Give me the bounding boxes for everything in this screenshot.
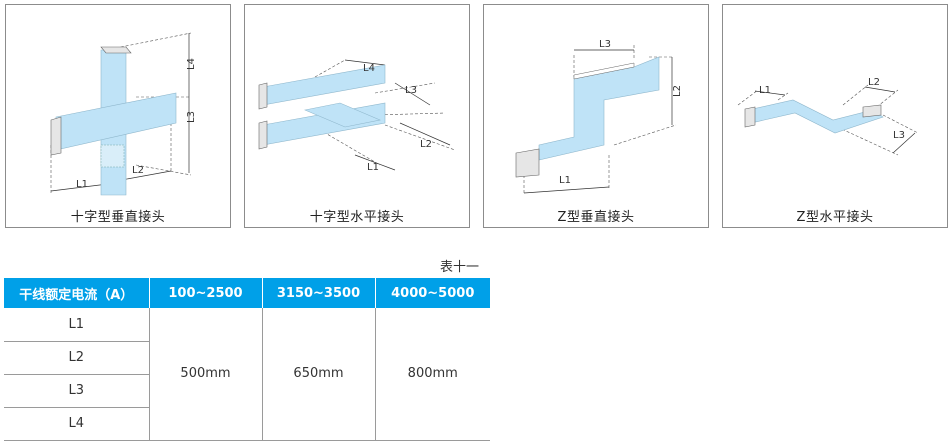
cross-vertical-label-l4: L4: [186, 58, 197, 70]
panel-caption: 十字型水平接头: [309, 210, 405, 225]
cross-vertical-joint-diagram: L4 L3 L2 L1: [50, 32, 197, 196]
header-range-3: 4000~5000: [375, 278, 490, 308]
header-range-2: 3150~3500: [262, 278, 376, 308]
z-vertical-label-l2: L2: [672, 85, 683, 97]
cross-horizontal-label-l2: L2: [420, 139, 432, 150]
cross-horizontal-label-l1: L1: [367, 162, 379, 173]
panel-caption: Z型垂直接头: [557, 210, 635, 225]
cross-vertical-label-l1: L1: [76, 179, 88, 190]
cross-horizontal-joint-diagram: L4 L3 L2 L1: [258, 59, 456, 173]
panel-caption: 十字型垂直接头: [70, 210, 166, 225]
value-cell: 650mm: [261, 308, 375, 441]
table-row: L1 500mm 650mm 800mm: [4, 308, 490, 441]
table-row: L2: [4, 341, 490, 375]
table-header-row: 干线额定电流（A） 100~2500 3150~3500 4000~5000: [4, 278, 490, 308]
panel-caption: Z型水平接头: [796, 210, 874, 225]
spec-table: 干线额定电流（A） 100~2500 3150~3500 4000~5000 L…: [4, 278, 490, 441]
cross-horizontal-label-l4: L4: [363, 63, 375, 74]
row-label: L4: [4, 407, 149, 441]
z-horizontal-joint-diagram: L1 L2 L3: [737, 77, 919, 156]
row-label: L3: [4, 374, 149, 408]
z-vertical-label-l3: L3: [599, 39, 611, 50]
panel-z-horizontal: L1 L2 L3 Z型水平接头: [722, 4, 948, 228]
z-vertical-joint-diagram: L3 L2 L1: [515, 39, 683, 195]
cross-vertical-label-l2: L2: [132, 165, 144, 176]
table-title: 表十一: [440, 260, 480, 275]
row-label: L1: [4, 308, 149, 342]
z-vertical-label-l1: L1: [559, 175, 571, 186]
cross-horizontal-label-l3: L3: [405, 85, 417, 96]
row-label: L2: [4, 341, 149, 375]
cross-vertical-label-l3: L3: [186, 111, 197, 123]
header-current: 干线额定电流（A）: [4, 278, 150, 308]
panel-cross-horizontal: L4 L3 L2 L1 十字型水平接头: [244, 4, 470, 228]
header-range-1: 100~2500: [149, 278, 263, 308]
value-cell: 500mm: [148, 308, 262, 441]
z-horizontal-label-l3: L3: [893, 130, 905, 141]
panel-cross-vertical: L4 L3 L2 L1 十字型垂直接头: [5, 4, 231, 228]
z-horizontal-label-l2: L2: [868, 77, 880, 88]
value-cell: 800mm: [374, 308, 490, 441]
table-row: L3: [4, 374, 490, 408]
table-row: L4: [4, 407, 490, 441]
panel-z-vertical: L3 L2 L1 Z型垂直接头: [483, 4, 709, 228]
z-horizontal-label-l1: L1: [759, 85, 771, 96]
